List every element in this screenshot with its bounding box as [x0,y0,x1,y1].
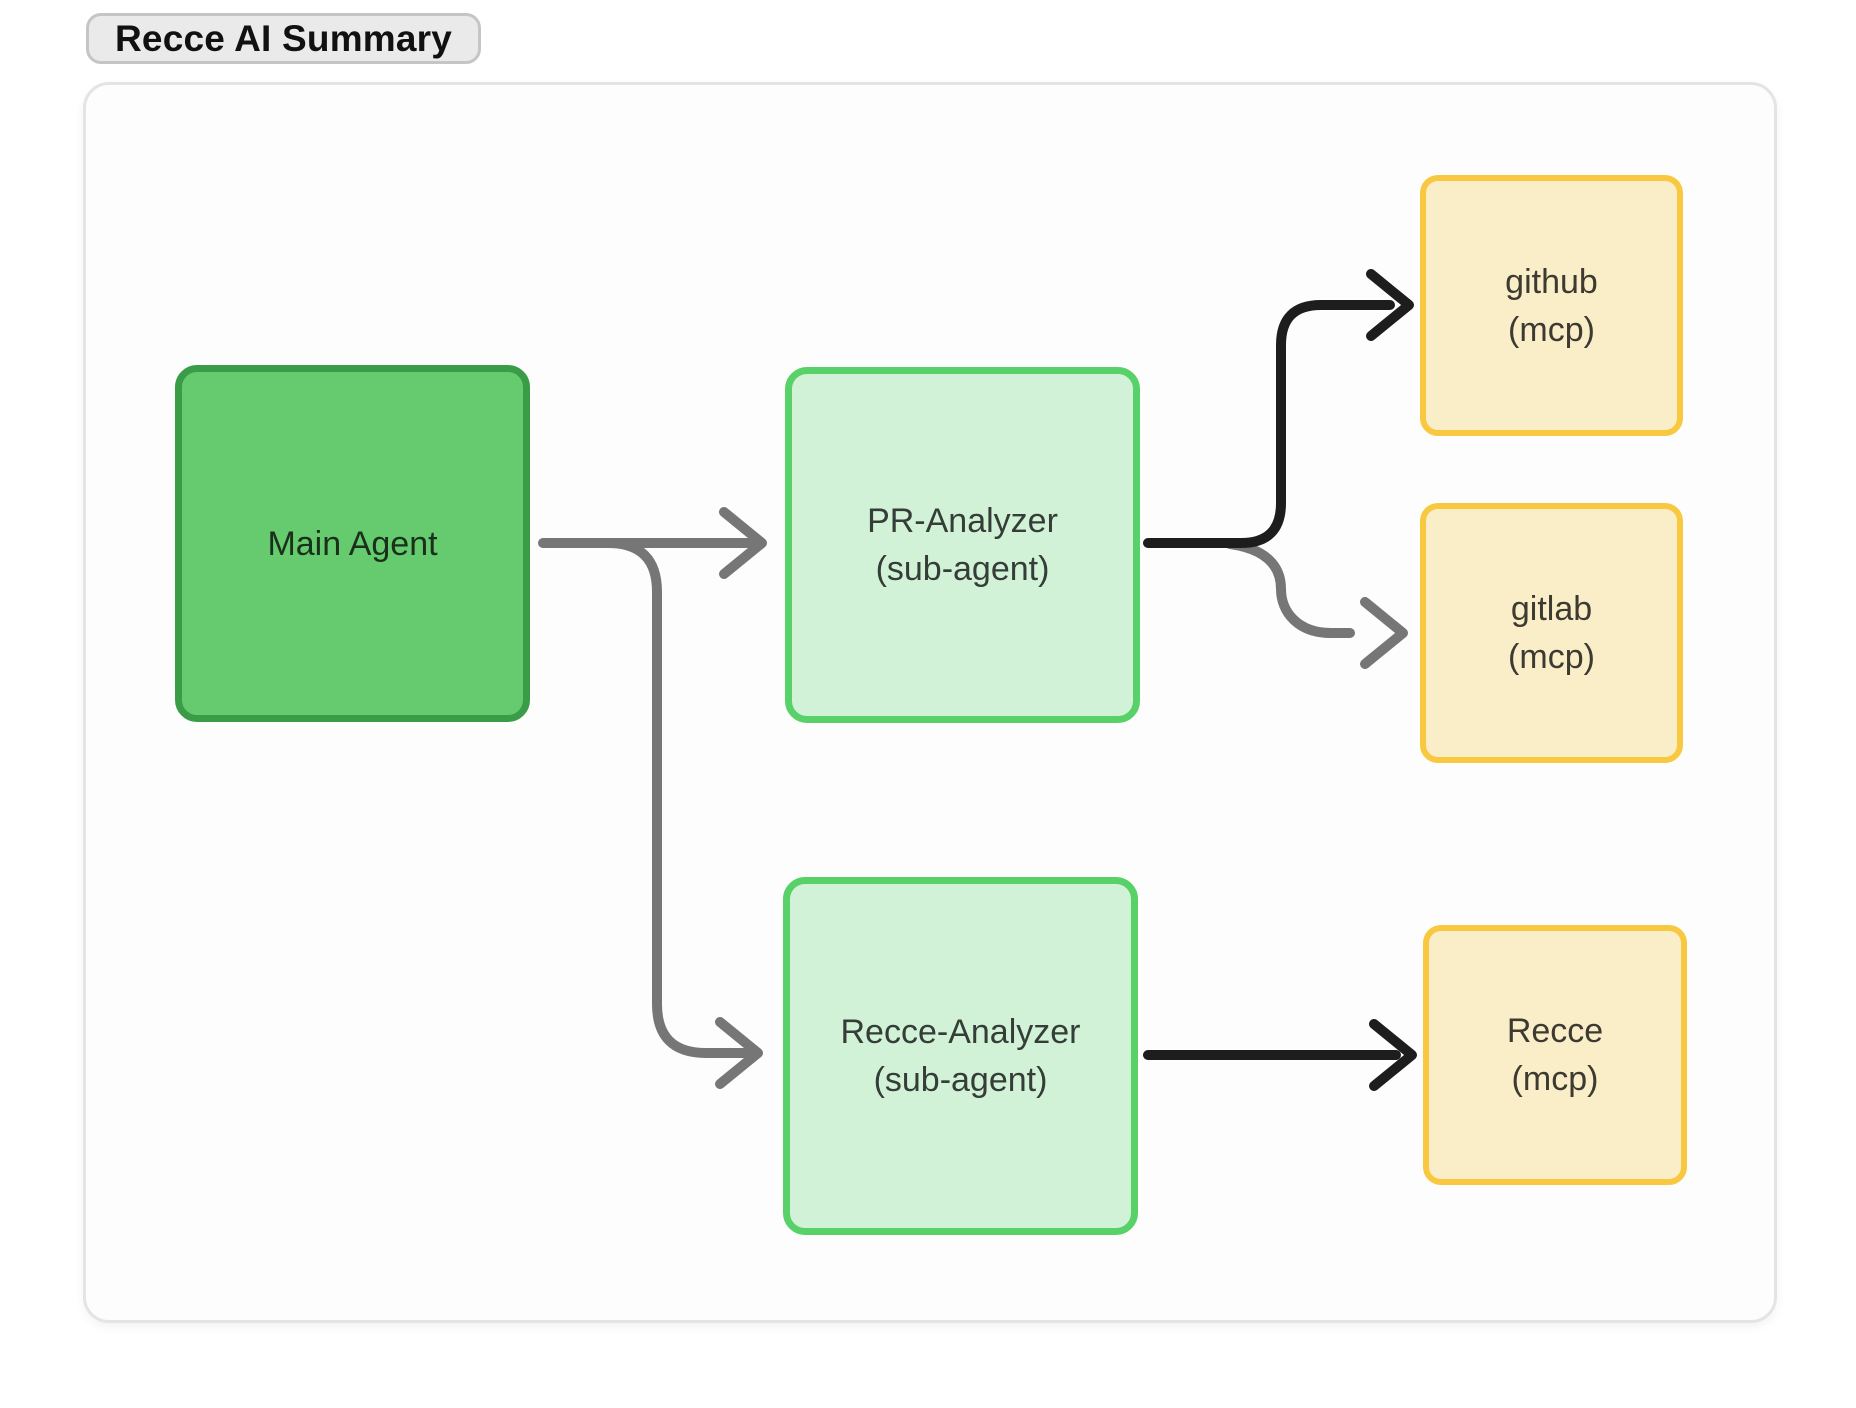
node-github-mcp-label: github [1505,262,1598,301]
node-gitlab-mcp-sublabel: (mcp) [1508,638,1595,676]
node-recce-mcp-sublabel: (mcp) [1511,1060,1599,1098]
node-gitlab-mcp-label: gitlab [1510,590,1593,628]
node-pr-analyzer-label: PR-Analyzer [867,502,1058,540]
node-main-agent-label: Main Agent [267,524,438,563]
node-recce-analyzer: Recce-Analyzer (sub-agent) [783,877,1138,1235]
node-main-agent: Main Agent [175,365,530,722]
node-recce-analyzer-sublabel: (sub-agent) [873,1061,1048,1099]
diagram-title-text: Recce AI Summary [115,17,453,59]
node-github-mcp-sublabel: (mcp) [1508,310,1595,349]
node-recce-analyzer-label: Recce-Analyzer [840,1013,1081,1051]
node-pr-analyzer: PR-Analyzer (sub-agent) [785,367,1140,723]
node-gitlab-mcp: gitlab (mcp) [1420,503,1683,763]
diagram-title-pill: Recce AI Summary [86,13,482,64]
node-recce-mcp: Recce (mcp) [1423,925,1687,1185]
node-github-mcp: github (mcp) [1420,175,1683,436]
node-pr-analyzer-sublabel: (sub-agent) [875,550,1050,588]
node-recce-mcp-label: Recce [1506,1012,1604,1050]
